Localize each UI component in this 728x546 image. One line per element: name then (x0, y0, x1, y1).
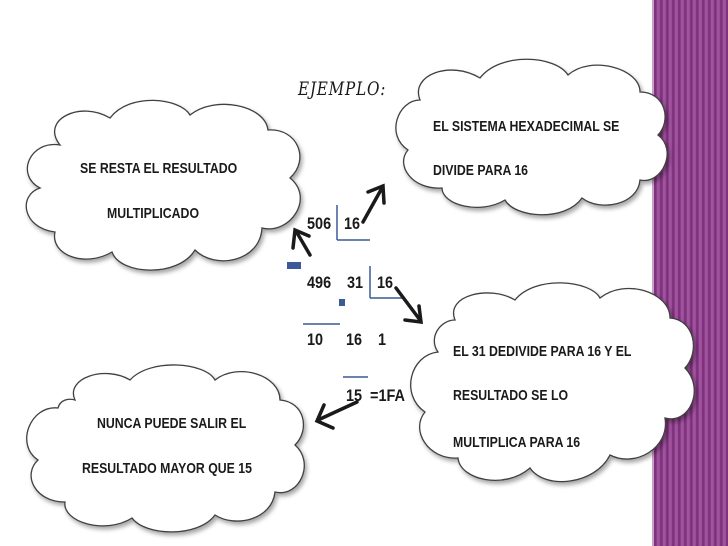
arrow-icon (314, 400, 359, 430)
arrow-icon (394, 286, 424, 325)
division-dividend: 506 (307, 214, 332, 233)
decorative-purple-band (652, 0, 728, 546)
cloud-shape-dedivide (410, 282, 695, 483)
division-divisor-1: 16 (344, 214, 361, 233)
division-remainder-2: 15 (346, 386, 363, 405)
cloud-hexa-line1: EL SISTEMA HEXADECIMAL SE (433, 118, 620, 135)
division-product-1: 496 (307, 273, 332, 292)
cloud-dedivide-line3: MULTIPLICA PARA 16 (453, 434, 581, 451)
cloud-dedivide-line2: RESULTADO SE LO (453, 387, 569, 404)
division-product-2: 16 (346, 330, 363, 349)
arrow-icon (291, 227, 312, 257)
division-remainder-1: 10 (307, 330, 324, 349)
cloud-shape-resta (25, 99, 301, 271)
division-result: =1FA (370, 386, 405, 405)
arrow-icon (361, 183, 386, 224)
page-title: EJEMPLO: (298, 78, 387, 100)
cloud-dedivide-line1: EL 31 DEDIVIDE PARA 16 Y EL (453, 343, 632, 360)
cloud-nunca-line2: RESULTADO MAYOR QUE 15 (82, 460, 252, 477)
division-divisor-2: 16 (377, 273, 394, 292)
cloud-shape-hexa (395, 58, 668, 216)
division-quotient-2: 1 (378, 330, 387, 349)
cloud-shape-nunca (26, 364, 305, 533)
division-quotient-1: 31 (347, 273, 364, 292)
cloud-nunca-line1: NUNCA PUEDE SALIR EL (97, 415, 247, 432)
minus-sign-icon (287, 262, 301, 269)
cloud-resta-line1: SE RESTA EL RESULTADO (80, 160, 238, 177)
cloud-hexa-line2: DIVIDE PARA 16 (433, 162, 529, 179)
cloud-resta-line2: MULTIPLICADO (107, 205, 200, 222)
minus-sign-icon (339, 299, 345, 306)
